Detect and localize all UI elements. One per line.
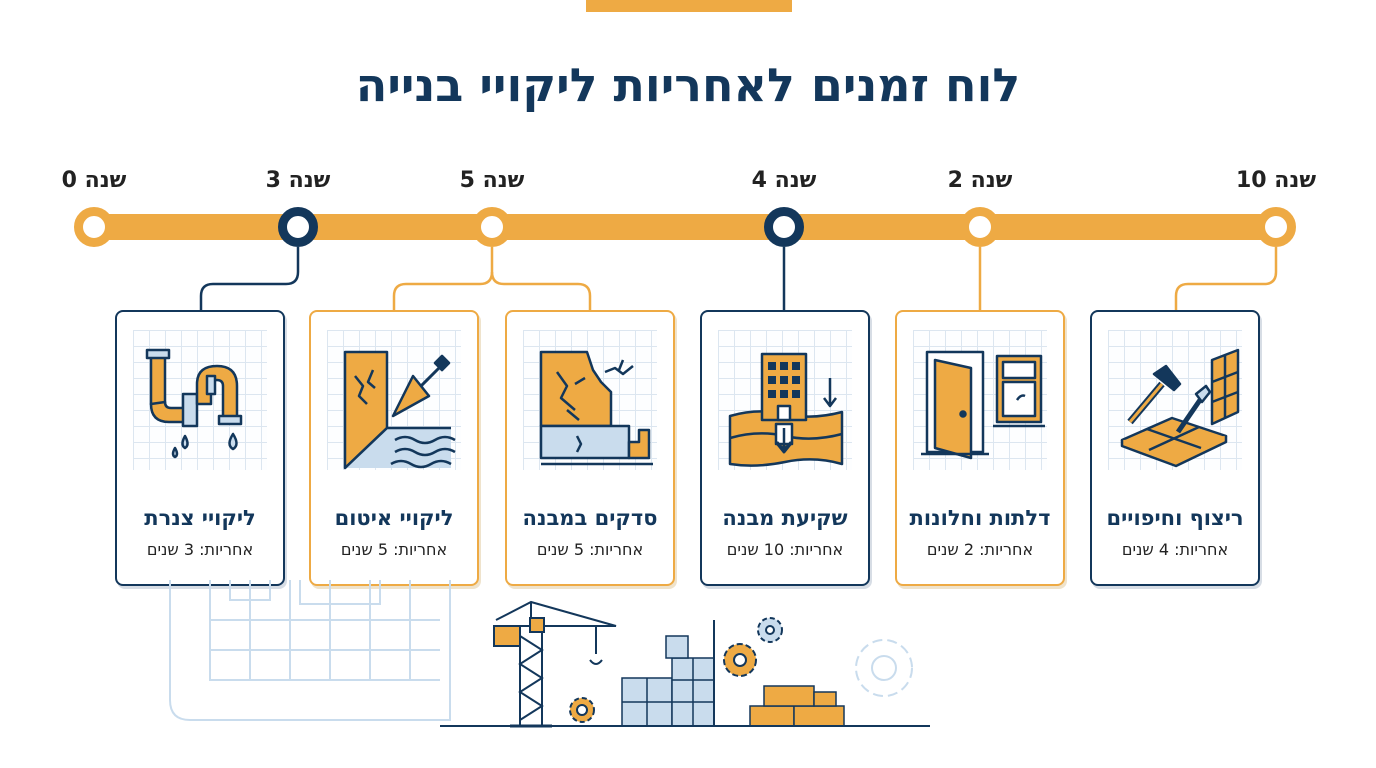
trowel-sealing-icon — [343, 350, 456, 470]
door-window-icon — [921, 350, 1045, 460]
cracked-wall-icon — [539, 350, 653, 466]
leaking-pipe-icon — [145, 348, 243, 459]
icon-area — [523, 330, 657, 470]
card-title: שקיעת מבנה — [722, 506, 848, 530]
card-warranty: אחריות: 5 שנים — [340, 540, 448, 559]
card-title: ריצוף וחיפויים — [1106, 506, 1244, 530]
card-warranty: אחריות: 4 שנים — [1121, 540, 1229, 559]
timeline-node-4[interactable] — [960, 207, 1000, 247]
card-warranty: אחריות: 3 שנים — [146, 540, 254, 559]
timeline-label-3: שנה 4 — [751, 168, 817, 193]
icon-area — [133, 330, 267, 470]
card-title: דלתות וחלונות — [909, 506, 1051, 530]
timeline-node-0[interactable] — [74, 207, 114, 247]
card-sealing-defects[interactable]: ליקויי איטום אחריות: 5 שנים — [309, 310, 479, 586]
card-doors-windows[interactable]: דלתות וחלונות אחריות: 2 שנים — [895, 310, 1065, 586]
top-accent-bar — [586, 0, 792, 12]
construction-scene-illustration — [169, 580, 930, 728]
timeline-label-5: שנה 10 — [1235, 168, 1317, 193]
card-pipe-defects[interactable]: ליקויי צנרת אחריות: 3 שנים — [115, 310, 285, 586]
outline-gear-icon — [855, 639, 913, 697]
icon-area — [1108, 330, 1242, 470]
icon-area — [718, 330, 852, 470]
timeline-label-1: שנה 3 — [265, 168, 331, 193]
timeline-node-1[interactable] — [278, 207, 318, 247]
brick-blocks — [749, 685, 845, 727]
timeline-node-2[interactable] — [472, 207, 512, 247]
connector-cracks — [490, 271, 592, 310]
timeline-label-4: שנה 2 — [947, 168, 1013, 193]
tiles-hammer-icon — [1120, 348, 1240, 468]
card-tiling-cladding[interactable]: ריצוף וחיפויים אחריות: 4 שנים — [1090, 310, 1260, 586]
timeline-label-0: שנה 0 — [61, 168, 127, 193]
building-blocks — [621, 620, 715, 727]
card-warranty: אחריות: 5 שנים — [536, 540, 644, 559]
timeline-node-3[interactable] — [764, 207, 804, 247]
connector-sealing — [392, 247, 494, 310]
card-structural-cracks[interactable]: סדקים במבנה אחריות: 5 שנים — [505, 310, 675, 586]
card-title: ליקויי צנרת — [144, 506, 256, 530]
card-title: ליקויי איטום — [334, 506, 454, 530]
gear-icon — [569, 617, 783, 723]
timeline-connectors — [199, 247, 1278, 310]
crane-icon — [493, 600, 617, 728]
sinking-building-icon — [728, 352, 844, 467]
connector-pipes — [199, 247, 300, 310]
card-warranty: אחריות: 10 שנים — [726, 540, 844, 559]
timeline-label-2: שנה 5 — [459, 168, 525, 193]
blueprint-background — [169, 580, 451, 721]
card-title: סדקים במבנה — [522, 506, 658, 530]
card-warranty: אחריות: 2 שנים — [926, 540, 1034, 559]
icon-area — [913, 330, 1047, 470]
timeline-node-5[interactable] — [1256, 207, 1296, 247]
icon-area — [327, 330, 461, 470]
card-building-sinking[interactable]: שקיעת מבנה אחריות: 10 שנים — [700, 310, 870, 586]
connector-tiles — [1174, 247, 1278, 310]
page-title: לוח זמנים לאחריות ליקויי בנייה — [355, 58, 1021, 112]
